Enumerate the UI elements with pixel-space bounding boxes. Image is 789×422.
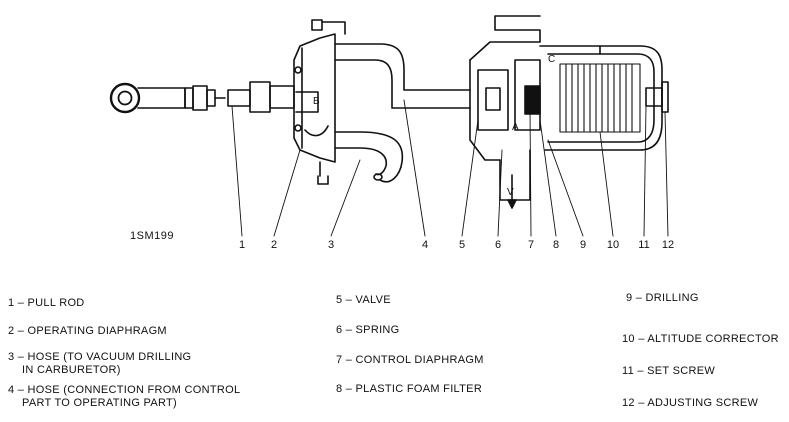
callout-11: 11 xyxy=(638,239,650,251)
label-a: A xyxy=(512,122,519,133)
control-housing xyxy=(469,15,541,209)
legend-item-12: 12 – ADJUSTING SCREW xyxy=(622,397,758,410)
pull-rod xyxy=(137,81,295,113)
mechanism-diagram: B A C V xyxy=(109,15,669,237)
legend-item-7: 7 – CONTROL DIAPHRAGM xyxy=(336,354,484,367)
legend-item-5: 5 – VALVE xyxy=(336,294,391,307)
bellows xyxy=(559,63,641,133)
legend-line: 12 – ADJUSTING SCREW xyxy=(622,397,759,409)
label-c: C xyxy=(548,54,555,65)
legend-item-2: 2 – OPERATING DIAPHRAGM xyxy=(8,325,167,338)
legend-line: IN CARBURETOR) xyxy=(22,364,121,376)
callout-2: 2 xyxy=(270,239,278,251)
legend-item-4: 4 – HOSE (CONNECTION FROM CONTROL PART T… xyxy=(8,384,240,410)
altitude-corrector-housing xyxy=(539,45,663,151)
legend-line: 2 – OPERATING DIAPHRAGM xyxy=(8,325,167,337)
callout-1: 1 xyxy=(238,239,246,251)
adjusting-screws xyxy=(645,81,669,113)
legend-line: 1 – PULL ROD xyxy=(8,297,85,309)
legend-line: 4 – HOSE (CONNECTION FROM CONTROL xyxy=(8,384,241,396)
legend-item-11: 11 – SET SCREW xyxy=(622,365,715,378)
callout-3: 3 xyxy=(327,239,335,251)
callout-5: 5 xyxy=(458,239,466,251)
figure-id: 1SM199 xyxy=(130,230,174,242)
legend-line: 5 – VALVE xyxy=(336,294,391,306)
leader-lines xyxy=(231,99,669,237)
hose-upper xyxy=(334,43,471,109)
legend-item-6: 6 – SPRING xyxy=(336,324,400,337)
hose-lower xyxy=(334,131,404,183)
callout-6: 6 xyxy=(494,239,502,251)
legend-line: PART TO OPERATING PART) xyxy=(22,397,178,409)
callout-7: 7 xyxy=(527,239,535,251)
label-b: B xyxy=(313,96,320,107)
legend-line: 11 – SET SCREW xyxy=(622,365,716,377)
callout-4: 4 xyxy=(421,239,429,251)
legend-line: 3 – HOSE (TO VACUUM DRILLING xyxy=(8,351,192,363)
legend-item-9: 9 – DRILLING xyxy=(626,292,699,305)
legend-item-3: 3 – HOSE (TO VACUUM DRILLING IN CARBURET… xyxy=(8,351,191,377)
legend-line: 10 – ALTITUDE CORRECTOR xyxy=(622,333,779,345)
legend-line: 8 – PLASTIC FOAM FILTER xyxy=(336,383,483,395)
callout-9: 9 xyxy=(579,239,587,251)
legend-line: 9 – DRILLING xyxy=(626,292,699,304)
callout-10: 10 xyxy=(606,239,620,251)
pull-rod-eye xyxy=(109,82,141,114)
legend-line: 7 – CONTROL DIAPHRAGM xyxy=(336,354,484,366)
legend-item-1: 1 – PULL ROD xyxy=(8,297,85,310)
label-v: V xyxy=(507,187,514,198)
operating-diaphragm-housing xyxy=(293,19,346,185)
callout-12: 12 xyxy=(661,239,675,251)
legend-item-8: 8 – PLASTIC FOAM FILTER xyxy=(336,383,482,396)
legend-line: 6 – SPRING xyxy=(336,324,400,336)
legend-item-10: 10 – ALTITUDE CORRECTOR xyxy=(622,333,779,346)
callout-8: 8 xyxy=(552,239,560,251)
